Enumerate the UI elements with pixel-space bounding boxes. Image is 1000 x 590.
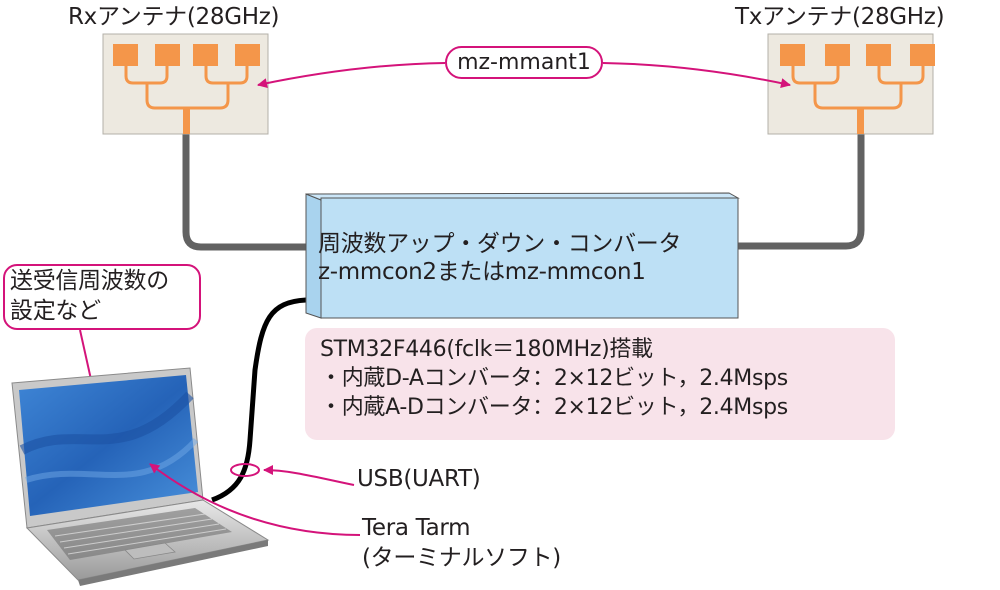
converter-box bbox=[305, 192, 740, 319]
rx-antenna-title: Rxアンテナ(28GHz) bbox=[68, 4, 280, 30]
callout-text: 送受信周波数の 設定など bbox=[10, 266, 169, 326]
callout-line-1: 送受信周波数の bbox=[10, 268, 169, 294]
tx-antenna-title: Txアンテナ(28GHz) bbox=[735, 4, 945, 30]
converter-label: 周波数アップ・ダウン・コンバータ z-mmcon2またはmz-mmcon1 bbox=[318, 230, 682, 286]
callout-line-2: 設定など bbox=[10, 298, 101, 324]
usb-label: USB(UART) bbox=[357, 466, 481, 492]
laptop-icon bbox=[11, 367, 270, 586]
rx-antenna bbox=[102, 33, 269, 135]
spec-line-2: ・内蔵D-Aコンバータ：2×12ビット，2.4Msps bbox=[320, 366, 788, 391]
converter-line-2: z-mmcon2またはmz-mmcon1 bbox=[318, 259, 646, 285]
spec-line-3: ・内蔵A-Dコンバータ：2×12ビット，2.4Msps bbox=[320, 395, 788, 420]
usb-marker-ellipse bbox=[230, 463, 260, 477]
tx-antenna bbox=[767, 33, 935, 135]
rx-cable bbox=[182, 133, 306, 251]
spec-text: STM32F446(fclk＝180MHz)搭載 ・内蔵D-Aコンバータ：2×1… bbox=[320, 335, 788, 422]
terminal-line-2: (ターミナルソフト) bbox=[362, 545, 561, 571]
spec-panel bbox=[305, 328, 895, 440]
callout-box bbox=[3, 264, 201, 330]
terminal-line-1: Tera Tarm bbox=[362, 515, 471, 541]
spec-line-1: STM32F446(fclk＝180MHz)搭載 bbox=[320, 337, 653, 362]
usb-cable bbox=[211, 297, 307, 503]
tera-arrow bbox=[149, 463, 361, 536]
link-arrow-to-tx bbox=[602, 62, 791, 89]
converter-line-1: 周波数アップ・ダウン・コンバータ bbox=[318, 231, 682, 257]
usb-arrow bbox=[263, 465, 355, 486]
terminal-label: Tera Tarm (ターミナルソフト) bbox=[362, 513, 561, 573]
tx-cable bbox=[738, 133, 865, 250]
antenna-link-label: mz-mmant1 bbox=[445, 46, 603, 79]
link-arrow-to-rx bbox=[257, 62, 446, 89]
